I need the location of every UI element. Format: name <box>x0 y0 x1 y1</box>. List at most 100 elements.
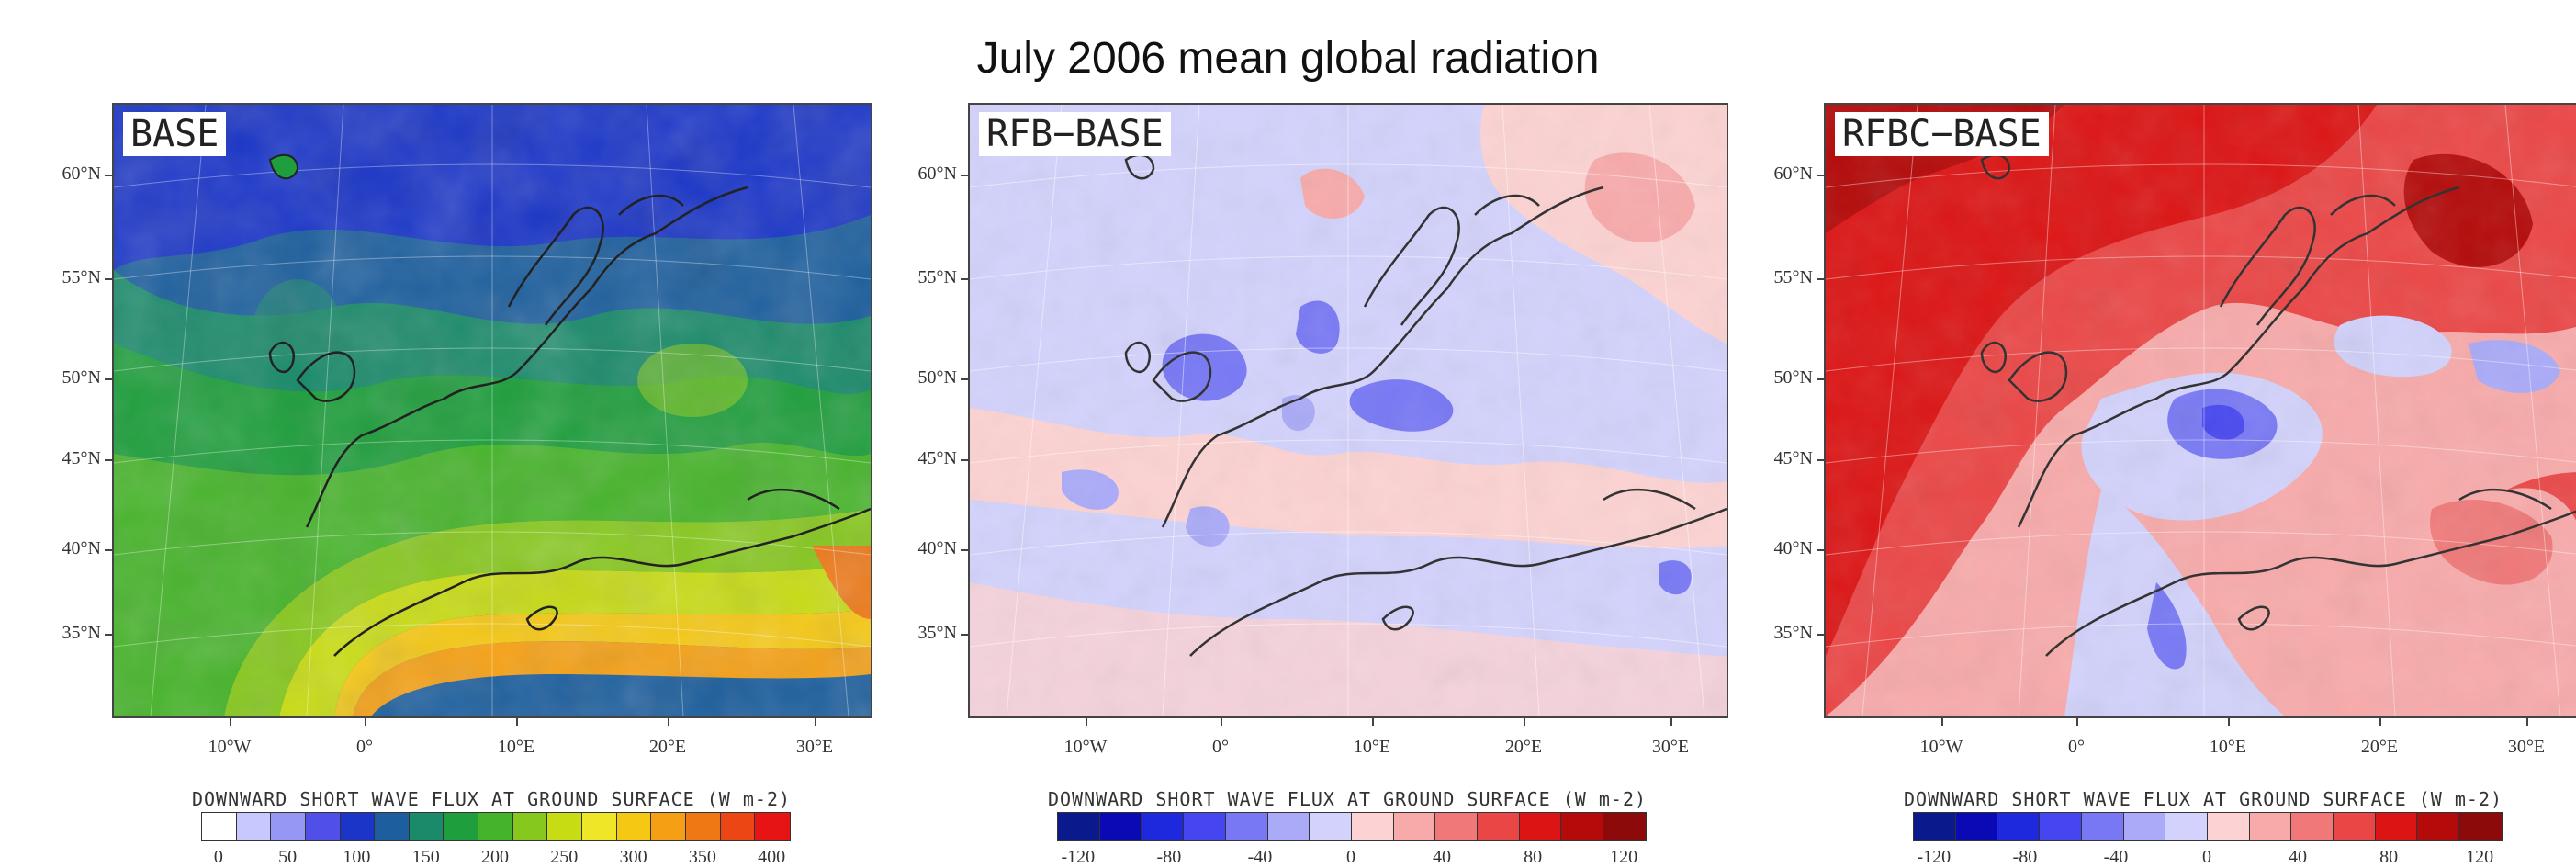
colorbar-cell <box>1351 813 1394 840</box>
latitude-label: 50°N <box>1773 367 1813 388</box>
colorbar-tick-label: 0 <box>213 847 223 867</box>
colorbar-cell <box>512 813 548 840</box>
colorbar-cell <box>2207 813 2250 840</box>
latitude-tick <box>105 549 112 551</box>
longitude-tick <box>2228 718 2230 726</box>
longitude-label: 0° <box>356 737 373 757</box>
panel-label: RFBC−BASE <box>1835 112 2049 156</box>
colorbar-tick-label: 0 <box>2202 847 2211 867</box>
colorbar-cell <box>755 813 790 840</box>
colorbar-cell <box>582 813 617 840</box>
colorbar-cell <box>409 813 444 840</box>
map-frame <box>1824 103 2576 718</box>
colorbar-cell <box>2334 813 2376 840</box>
map-frame <box>112 103 872 718</box>
latitude-tick <box>105 378 112 380</box>
latitude-label: 40°N <box>1773 538 1813 558</box>
colorbar-tick-label: 80 <box>2379 847 2399 867</box>
latitude-tick <box>1817 278 1824 280</box>
radiation-map-base <box>114 105 871 716</box>
colorbar-tick-label: 100 <box>343 847 371 867</box>
colorbar-cell <box>271 813 306 840</box>
longitude-tick <box>668 718 669 726</box>
latitude-label: 45°N <box>62 448 101 468</box>
figure-title: July 2006 mean global radiation <box>976 34 1600 83</box>
latitude-label: 50°N <box>917 367 957 388</box>
colorbar-cell <box>1310 813 1352 840</box>
latitude-label: 45°N <box>917 448 957 468</box>
colorbar-cell <box>616 813 652 840</box>
latitude-tick <box>1817 549 1824 551</box>
colorbar-cell <box>478 813 513 840</box>
map-panel-base: BASE <box>112 103 872 718</box>
colorbar-cell <box>2417 813 2460 840</box>
latitude-tick <box>105 175 112 176</box>
radiation-map-rfbc-base <box>1826 105 2576 716</box>
colorbar-cell <box>1058 813 1100 840</box>
longitude-label: 30°E <box>1651 737 1690 757</box>
longitude-tick <box>1221 718 1222 726</box>
map-frame <box>968 103 1728 718</box>
colorbar-cell <box>720 813 756 840</box>
colorbar-cell <box>1393 813 1436 840</box>
longitude-tick <box>230 718 231 726</box>
colorbar-cell <box>547 813 583 840</box>
map-panel-rfbc-base: RFBC−BASE <box>1824 103 2576 718</box>
colorbar-cell <box>2291 813 2334 840</box>
colorbar-tick-label: -80 <box>1156 847 1182 867</box>
latitude-tick <box>961 549 968 551</box>
colorbar-tick-label: 120 <box>1610 847 1638 867</box>
colorbar-cell <box>2249 813 2292 840</box>
colorbar-title: DOWNWARD SHORT WAVE FLUX AT GROUND SURFA… <box>1903 788 2503 810</box>
colorbar-tick-label: -80 <box>2012 847 2038 867</box>
latitude-tick <box>105 278 112 280</box>
colorbar-cell <box>1561 813 1604 840</box>
longitude-label: 10°E <box>1353 737 1391 757</box>
longitude-tick <box>2379 718 2381 726</box>
latitude-tick <box>1817 175 1824 176</box>
colorbar-tick-label: 40 <box>2289 847 2308 867</box>
latitude-tick <box>961 175 968 176</box>
latitude-label: 35°N <box>62 623 101 643</box>
colorbar-cell <box>1955 813 1998 840</box>
latitude-label: 45°N <box>1773 448 1813 468</box>
colorbar-cell <box>685 813 721 840</box>
latitude-label: 40°N <box>917 538 957 558</box>
colorbar-cell <box>651 813 686 840</box>
colorbar-cell <box>1914 813 1956 840</box>
colorbar-tick-label: 400 <box>758 847 786 867</box>
colorbar-cell <box>375 813 410 840</box>
latitude-tick <box>105 634 112 636</box>
colorbar-cell <box>340 813 376 840</box>
longitude-label: 20°E <box>2360 737 2399 757</box>
longitude-tick <box>2526 718 2528 726</box>
longitude-label: 10°W <box>1919 737 1963 757</box>
colorbar-tick-label: 350 <box>688 847 716 867</box>
colorbar-cell <box>2459 813 2502 840</box>
colorbar-title: DOWNWARD SHORT WAVE FLUX AT GROUND SURFA… <box>191 788 792 810</box>
latitude-label: 60°N <box>62 163 101 184</box>
colorbar-cell <box>1435 813 1479 840</box>
colorbar-cell <box>2165 813 2208 840</box>
latitude-tick <box>961 459 968 461</box>
longitude-tick <box>516 718 518 726</box>
colorbar-tick-label: -120 <box>1061 847 1096 867</box>
latitude-label: 55°N <box>1773 267 1813 287</box>
colorbar-tick-label: -40 <box>2103 847 2129 867</box>
colorbar-cell <box>1519 813 1562 840</box>
colorbar-cell <box>1225 813 1268 840</box>
colorbar-cell <box>2081 813 2124 840</box>
longitude-tick <box>1372 718 1374 726</box>
colorbar-rfb-base <box>1057 812 1647 841</box>
longitude-tick <box>1524 718 1525 726</box>
latitude-label: 35°N <box>917 623 957 643</box>
longitude-tick <box>365 718 366 726</box>
longitude-label: 0° <box>1212 737 1229 757</box>
map-panel-rfb-base: RFB−BASE <box>968 103 1728 718</box>
latitude-label: 55°N <box>917 267 957 287</box>
colorbar-cell <box>1142 813 1185 840</box>
latitude-tick <box>961 278 968 280</box>
radiation-map-rfb-base <box>970 105 1727 716</box>
latitude-tick <box>1817 378 1824 380</box>
colorbar-cell <box>202 813 237 840</box>
